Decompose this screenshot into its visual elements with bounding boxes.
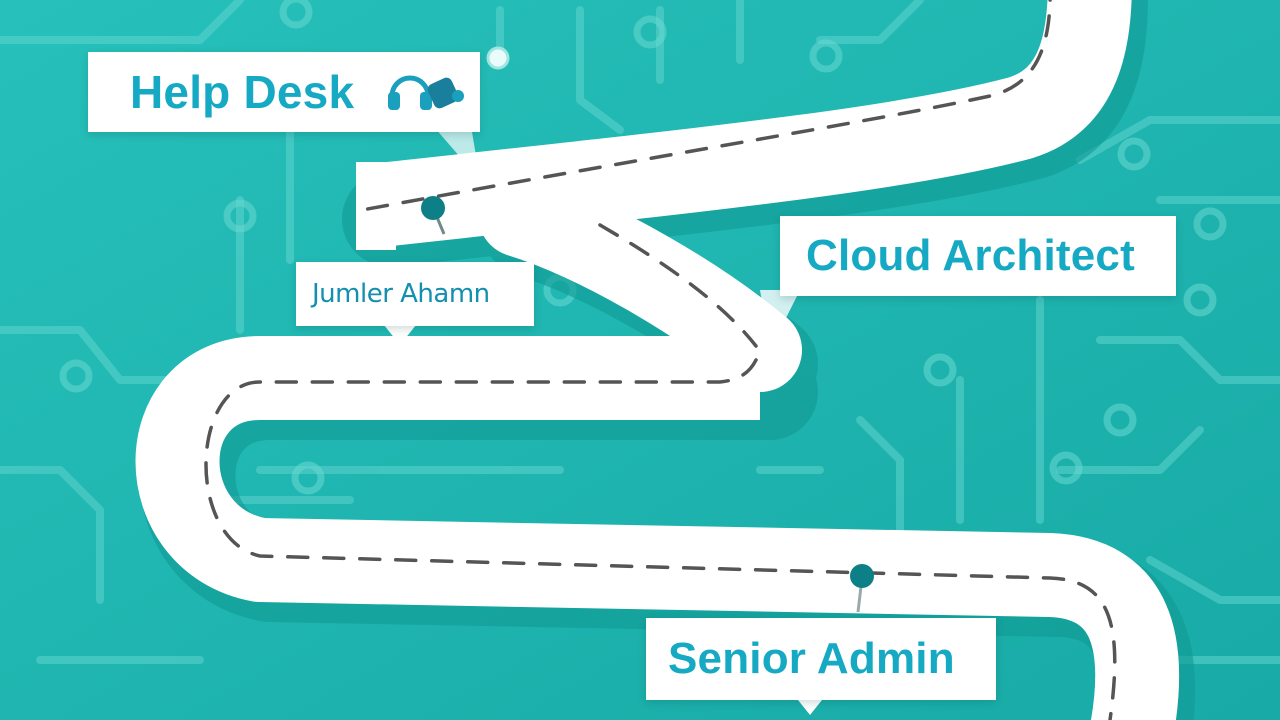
map-pin-icon bbox=[850, 564, 874, 613]
milestone-junior-admin: Jumler Ahamn bbox=[296, 262, 534, 326]
milestone-help-desk: Help Desk bbox=[88, 52, 480, 132]
milestone-label: Jumler Ahamn bbox=[312, 279, 490, 309]
map-pin-icon bbox=[421, 196, 446, 235]
circuit-nodes bbox=[59, 0, 1227, 495]
headset-icon bbox=[388, 75, 464, 110]
road-center-lines bbox=[204, 0, 1117, 720]
callout-pointer bbox=[760, 290, 800, 350]
road bbox=[135, 0, 1180, 720]
callout-pointer bbox=[380, 320, 420, 345]
milestone-label: Cloud Architect bbox=[806, 231, 1135, 280]
circuit-traces bbox=[0, 0, 1280, 664]
milestone-label: Senior Admin bbox=[668, 634, 955, 683]
callout-pointer bbox=[428, 120, 480, 180]
map-pin-icon bbox=[486, 46, 510, 70]
milestone-senior-admin: Senior Admin bbox=[646, 618, 996, 700]
milestone-cloud-architect: Cloud Architect bbox=[780, 216, 1176, 296]
milestone-label: Help Desk bbox=[130, 66, 355, 118]
